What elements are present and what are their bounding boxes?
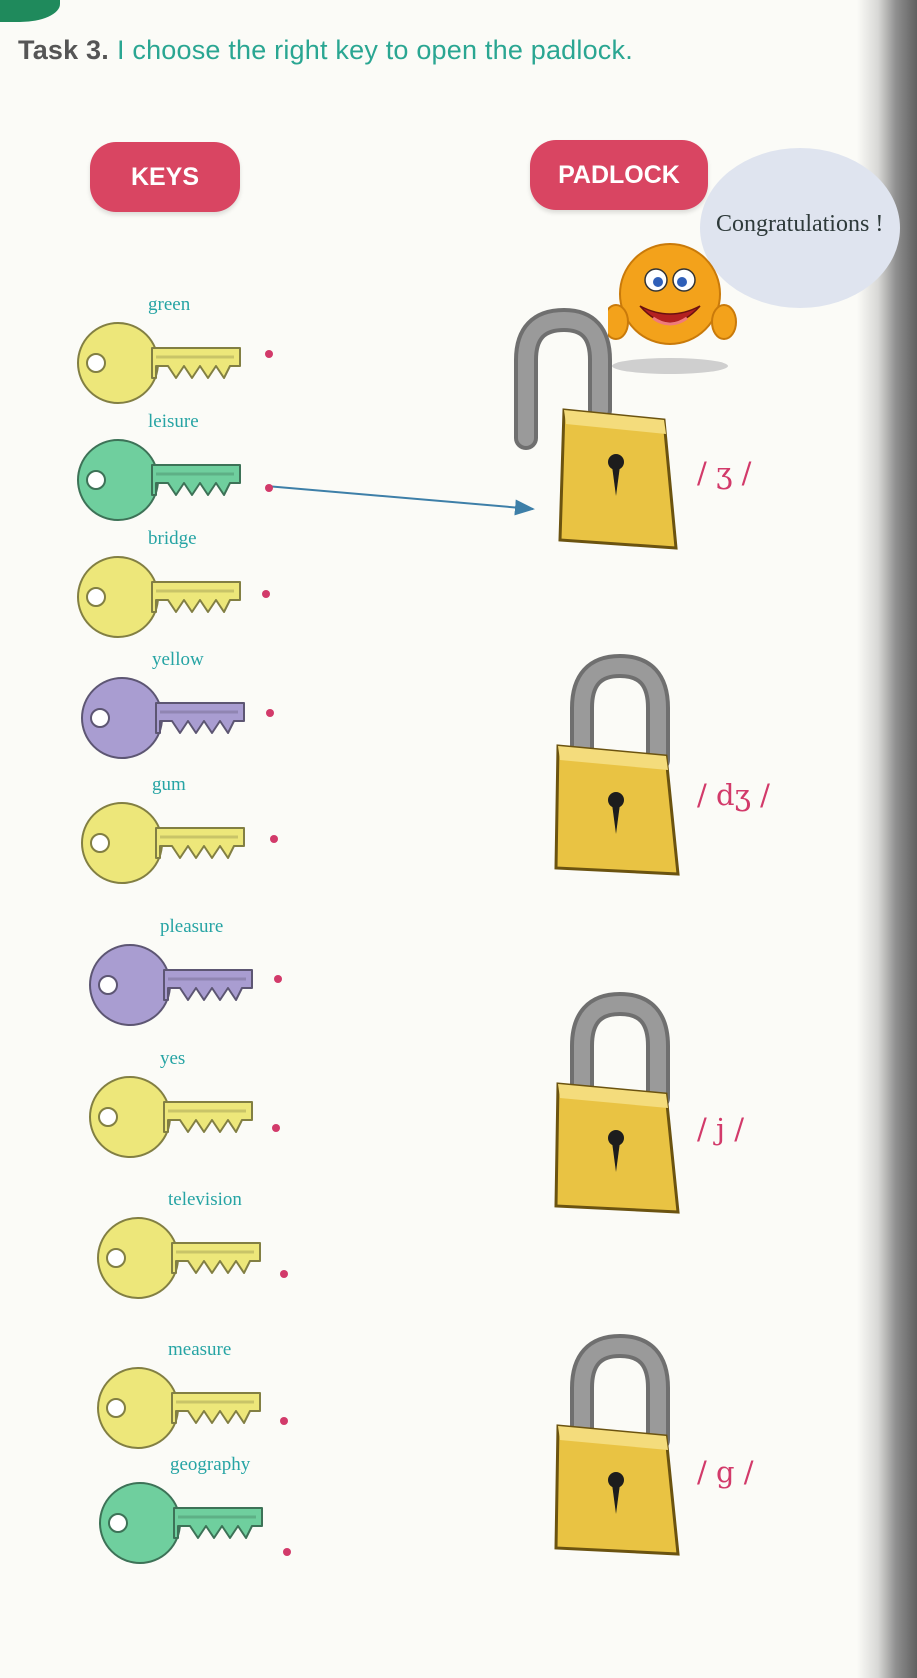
- key-match-dot[interactable]: [280, 1417, 288, 1425]
- key-icon[interactable]: [74, 425, 244, 535]
- key-match-dot[interactable]: [280, 1270, 288, 1278]
- key-match-dot[interactable]: [283, 1548, 291, 1556]
- speech-bubble-text: Congratulations !: [716, 211, 884, 237]
- phoneme-label: / g /: [697, 1455, 754, 1489]
- key-word-label: geography: [170, 1454, 251, 1475]
- speech-bubble: [700, 148, 900, 308]
- key-word-label: television: [168, 1189, 242, 1210]
- page-corner-decoration: [0, 0, 60, 22]
- key-word-label: pleasure: [160, 916, 224, 937]
- key-match-dot[interactable]: [274, 975, 282, 983]
- key-icon[interactable]: [94, 1353, 264, 1463]
- key-word-label: leisure: [148, 411, 199, 432]
- task-instruction: Task 3.I choose the right key to open th…: [18, 35, 633, 66]
- phoneme-label: / j /: [697, 1112, 744, 1146]
- key-icon[interactable]: [78, 788, 248, 898]
- key-word-label: yellow: [152, 649, 204, 670]
- key-word-label: green: [148, 294, 191, 315]
- phoneme-label: / dʒ /: [697, 778, 770, 812]
- key-icon[interactable]: [78, 663, 248, 773]
- key-icon[interactable]: [94, 1203, 264, 1313]
- key-match-dot[interactable]: [265, 484, 273, 492]
- open-padlock-icon[interactable]: [504, 300, 684, 570]
- key-word-label: yes: [160, 1048, 186, 1069]
- key-match-dot[interactable]: [272, 1124, 280, 1132]
- key-match-dot[interactable]: [265, 350, 273, 358]
- key-icon[interactable]: [96, 1468, 266, 1578]
- padlock-header: PADLOCK: [530, 140, 708, 210]
- key-word-label: gum: [152, 774, 186, 795]
- key-word-label: measure: [168, 1339, 232, 1360]
- keys-header: KEYS: [90, 142, 240, 212]
- key-match-dot[interactable]: [266, 709, 274, 717]
- key-word-label: bridge: [148, 528, 197, 549]
- task-text: I choose the right key to open the padlo…: [116, 35, 633, 65]
- closed-padlock-icon[interactable]: [548, 650, 688, 880]
- key-match-dot[interactable]: [262, 590, 270, 598]
- closed-padlock-icon[interactable]: [548, 1330, 688, 1560]
- thumbs-up-smiley-icon: [608, 243, 737, 374]
- task-number: Task 3.: [18, 35, 109, 65]
- key-match-dot[interactable]: [270, 835, 278, 843]
- key-icon[interactable]: [74, 542, 244, 652]
- phoneme-label: / ʒ /: [697, 456, 752, 490]
- closed-padlock-icon[interactable]: [548, 988, 688, 1218]
- key-icon[interactable]: [86, 1062, 256, 1172]
- key-icon[interactable]: [86, 930, 256, 1040]
- key-icon[interactable]: [74, 308, 244, 418]
